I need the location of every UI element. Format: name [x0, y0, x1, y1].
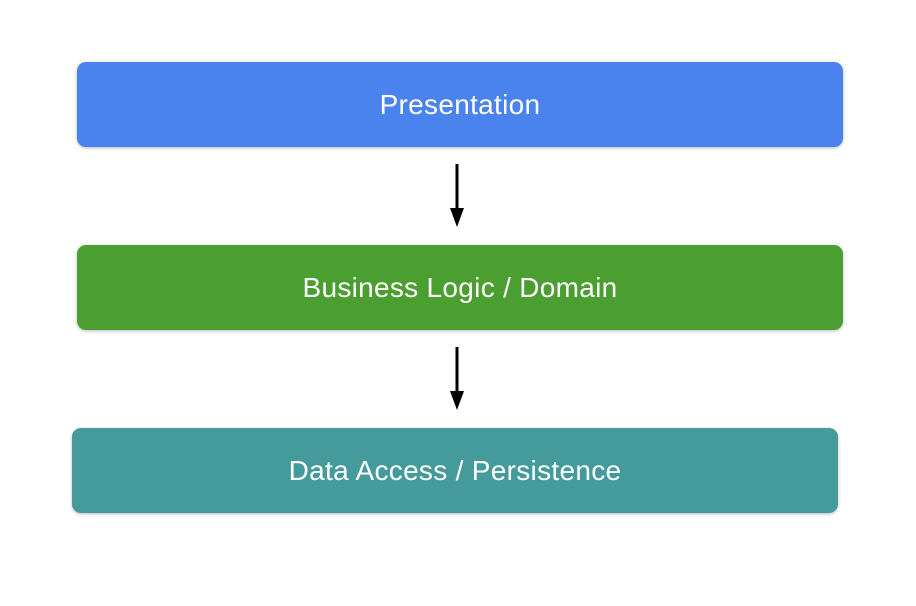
down-arrow-icon — [450, 164, 464, 227]
layer-box-data-access: Data Access / Persistence — [72, 428, 838, 513]
layer-label-presentation: Presentation — [379, 88, 541, 120]
down-arrow-icon — [450, 347, 464, 410]
layer-label-data-access: Data Access / Persistence — [288, 454, 622, 486]
layer-label-business-logic: Business Logic / Domain — [302, 271, 618, 303]
arrow-head — [450, 391, 464, 410]
arrow-head — [450, 208, 464, 227]
layer-box-business-logic: Business Logic / Domain — [77, 245, 843, 330]
layer-box-presentation: Presentation — [77, 62, 843, 147]
